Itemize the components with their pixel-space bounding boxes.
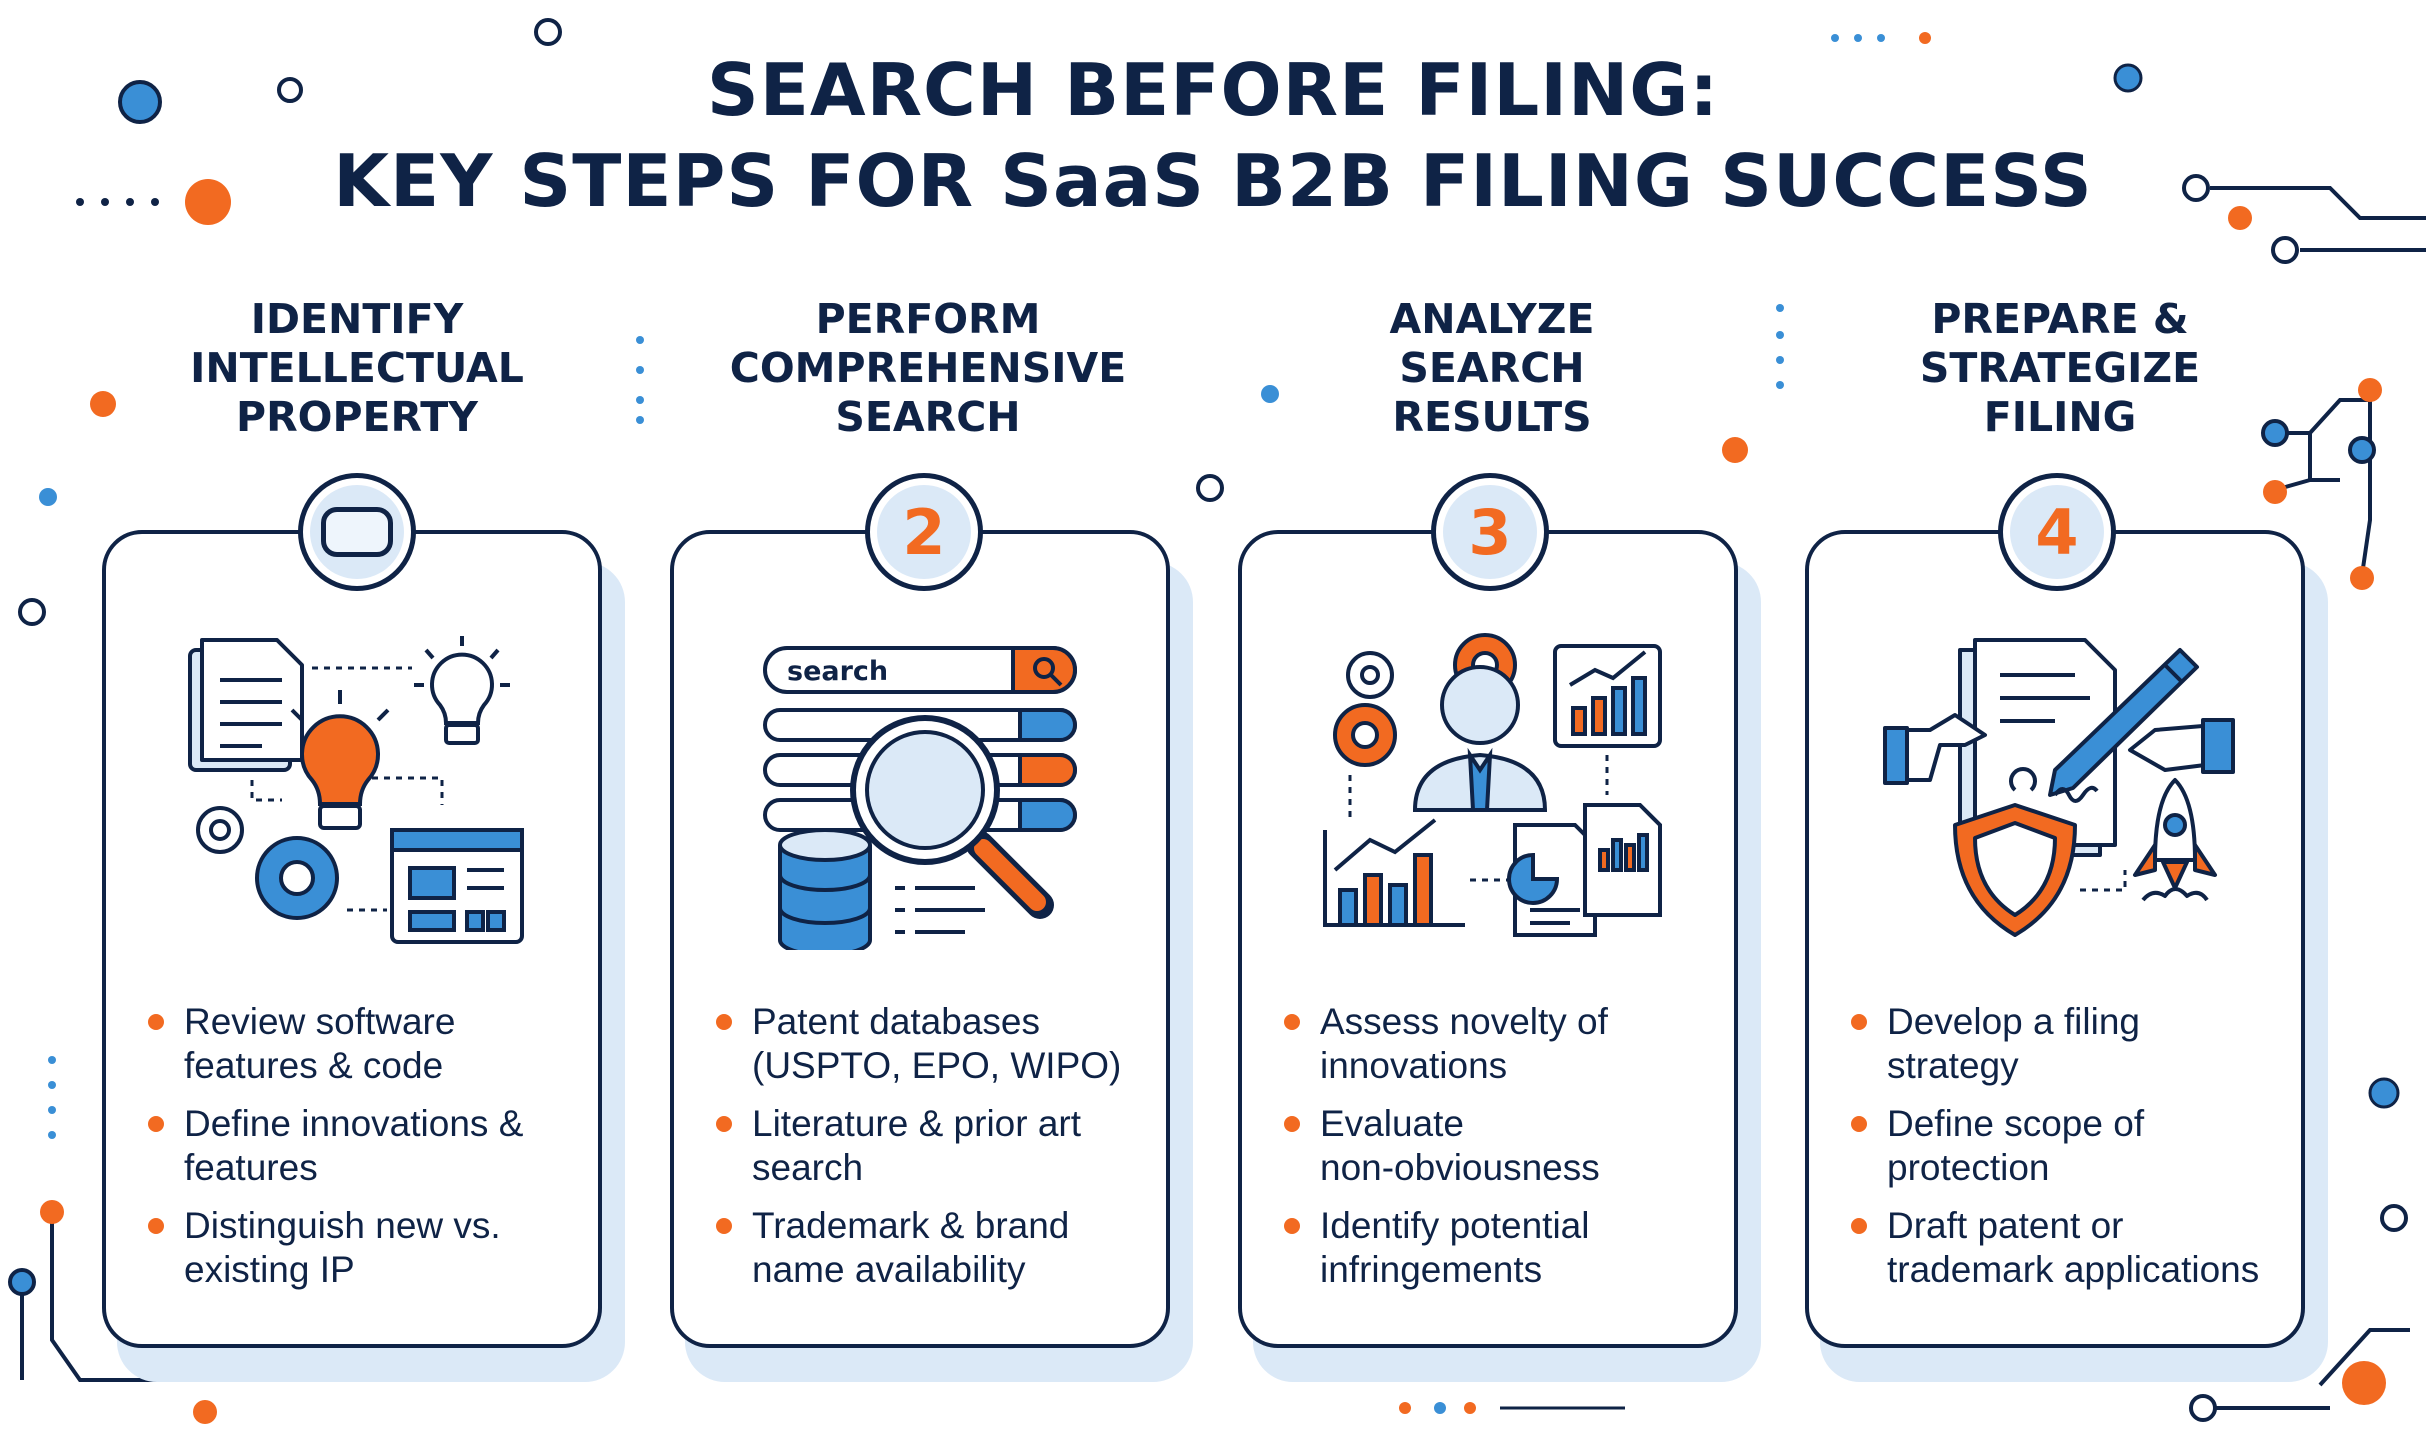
step-3-title: ANALYZE SEARCH RESULTS — [1389, 295, 1595, 441]
circuit-lines — [2261, 378, 2382, 590]
deco-dots — [1831, 32, 1931, 44]
step-2-badge: 2 — [865, 473, 983, 591]
deco-dots — [76, 198, 159, 206]
step-4-title: PREPARE & STRATEGIZE FILING — [1919, 295, 2201, 441]
circuit-lines — [2182, 174, 2426, 264]
deco-circle — [39, 488, 57, 506]
search-bar-label: search — [787, 656, 888, 687]
deco-circle — [185, 179, 231, 225]
deco-dots — [48, 304, 1784, 1139]
step-1-bullets: Review software features & code Define i… — [142, 1000, 582, 1306]
deco-circle — [2113, 63, 2143, 93]
list-item: Draft patent or trademark applications — [1845, 1204, 2285, 1292]
list-item: Distinguish new vs. existing IP — [142, 1204, 582, 1292]
document-pen-shield-rocket-icon — [1883, 638, 2235, 937]
step-3-bullets: Assess novelty of innovations Evaluate n… — [1278, 1000, 1718, 1306]
step-2-number: 2 — [877, 485, 971, 579]
step-1-badge-icon — [321, 507, 393, 557]
deco-circle — [277, 77, 303, 103]
step-2-title: PERFORM COMPREHENSIVE SEARCH — [729, 295, 1127, 441]
deco-circle — [1261, 385, 1279, 403]
list-item: Literature & prior art search — [710, 1102, 1150, 1190]
step-4-number: 4 — [2010, 485, 2104, 579]
list-item: Define innovations & features — [142, 1102, 582, 1190]
deco-dots — [1399, 1402, 1625, 1414]
deco-circle — [18, 598, 46, 626]
list-item: Identify potential infringements — [1278, 1204, 1718, 1292]
list-item: Develop a filing strategy — [1845, 1000, 2285, 1088]
search-database-magnifier-icon: search — [763, 646, 1077, 950]
step-4-badge: 4 — [1998, 473, 2116, 591]
step-3-number: 3 — [1443, 485, 1537, 579]
circuit-lines — [2189, 1328, 2410, 1422]
deco-circle — [1722, 437, 1748, 463]
analyst-charts-gears-icon — [1323, 633, 1662, 937]
list-item: Assess novelty of innovations — [1278, 1000, 1718, 1088]
deco-circle — [90, 391, 116, 417]
list-item: Review software features & code — [142, 1000, 582, 1088]
deco-circle — [2380, 1204, 2408, 1232]
deco-circle — [534, 18, 562, 46]
deco-circle — [118, 80, 162, 124]
circuit-lines — [8, 1200, 217, 1424]
step-3-badge: 3 — [1431, 473, 1549, 591]
documents-lightbulb-gear-browser-icon — [188, 636, 524, 944]
step-1-title: IDENTIFY INTELLECTUAL PROPERTY — [190, 295, 524, 441]
page-title-line-1: SEARCH BEFORE FILING: — [706, 48, 1720, 132]
step-2-card — [670, 530, 1170, 1348]
deco-circle — [2368, 1077, 2400, 1109]
page-title-line-2: KEY STEPS FOR SaaS B2B FILING SUCCESS — [333, 139, 2093, 223]
list-item: Evaluate non-obviousness — [1278, 1102, 1718, 1190]
deco-circle — [1196, 474, 1224, 502]
step-4-bullets: Develop a filing strategy Define scope o… — [1845, 1000, 2285, 1306]
list-item: Define scope of protection — [1845, 1102, 2285, 1190]
list-item: Trademark & brand name availability — [710, 1204, 1150, 1292]
step-1-badge — [298, 473, 416, 591]
step-2-bullets: Patent databases (USPTO, EPO, WIPO) Lite… — [710, 1000, 1150, 1306]
list-item: Patent databases (USPTO, EPO, WIPO) — [710, 1000, 1150, 1088]
